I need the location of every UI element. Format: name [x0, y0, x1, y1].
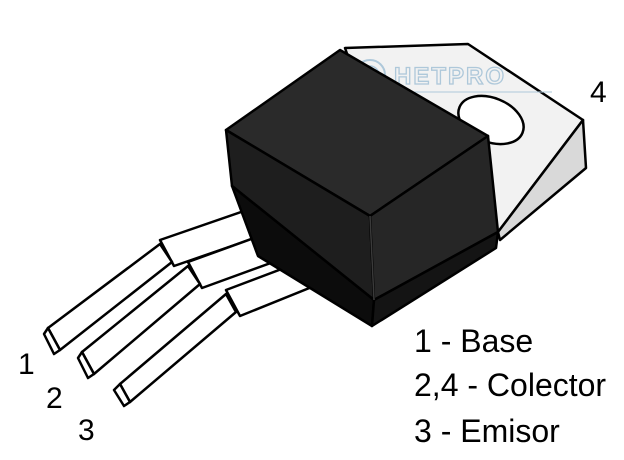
legend-line-1: 1 - Base	[414, 323, 533, 359]
lead-1-tip	[42, 326, 62, 356]
pin-label-3: 3	[78, 414, 95, 447]
pin-labels: 1 2 3 4	[18, 76, 607, 447]
lead-3-tip	[112, 382, 132, 408]
legend-line-3: 3 - Emisor	[414, 413, 560, 449]
pin-label-1: 1	[18, 348, 35, 381]
pin-label-2: 2	[46, 382, 63, 415]
pin-label-4: 4	[590, 76, 607, 109]
plastic-body	[224, 48, 500, 328]
body-lower-side	[370, 230, 500, 328]
pinout-legend: 1 - Base 2,4 - Colector 3 - Emisor	[414, 323, 606, 449]
watermark-logo: HETPRO	[354, 59, 552, 93]
tab-side	[496, 118, 588, 242]
body-edge-highlight	[369, 215, 375, 301]
legend-line-2: 2,4 - Colector	[414, 367, 606, 403]
watermark-text: HETPRO	[394, 63, 506, 90]
lead-2-tip	[76, 350, 96, 380]
